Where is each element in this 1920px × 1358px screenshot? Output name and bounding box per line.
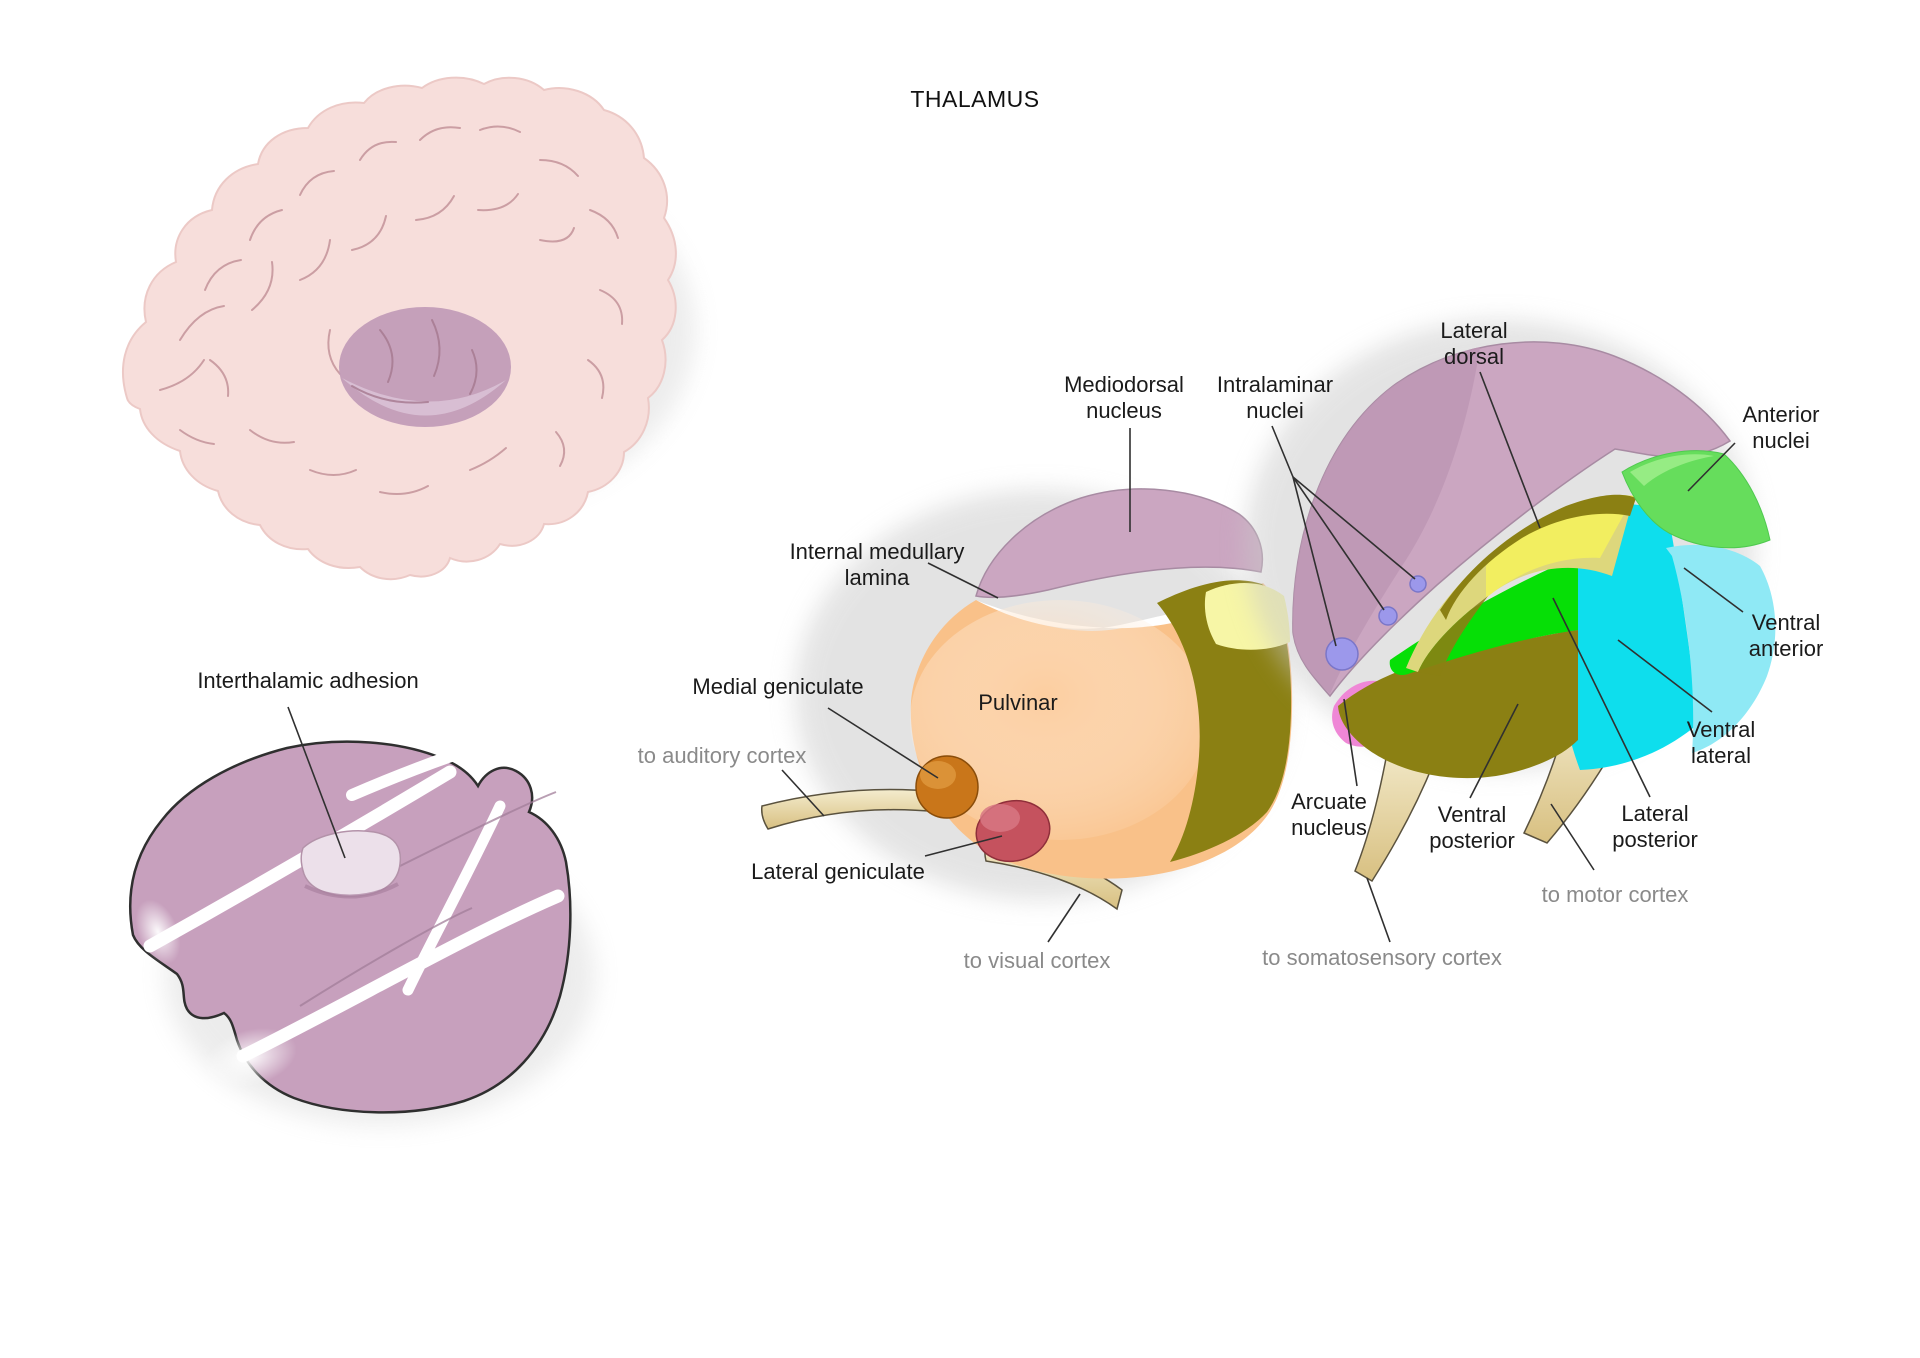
- label-ventral-posterior: Ventral posterior: [1429, 802, 1515, 854]
- thalamus-anterior-section-illustration: [1245, 320, 1776, 883]
- label-internal-medullary-lamina: Internal medullary lamina: [790, 539, 965, 591]
- label-text: Lateral: [1621, 801, 1689, 826]
- thalami-highlight-bottom: [203, 1028, 297, 1088]
- leader-intralaminar-2: [1292, 476, 1385, 611]
- medial-geniculate-sheen: [920, 761, 956, 789]
- label-to-somatosensory-cortex: to somatosensory cortex: [1262, 945, 1502, 971]
- anterior-nuclei-sheen: [1630, 454, 1714, 486]
- label-interthalamic-adhesion: Interthalamic adhesion: [197, 668, 418, 694]
- brain-sulci: [159, 125, 624, 495]
- thalami-inner-ridges: [299, 791, 557, 1007]
- label-medial-geniculate: Medial geniculate: [692, 674, 863, 700]
- label-pulvinar: Pulvinar: [978, 690, 1057, 716]
- label-text: posterior: [1612, 827, 1698, 852]
- label-lateral-posterior: Lateral posterior: [1612, 801, 1698, 853]
- leader-ventral-anterior: [1683, 567, 1744, 613]
- lateral-dorsal-region: [1486, 495, 1634, 598]
- leader-medial-geniculate: [827, 707, 939, 779]
- label-mediodorsal-nucleus: Mediodorsal nucleus: [1064, 372, 1184, 424]
- leader-lateral-posterior: [1552, 597, 1651, 798]
- label-to-auditory-cortex: to auditory cortex: [638, 743, 807, 769]
- label-text: Mediodorsal: [1064, 372, 1184, 397]
- leader-intralaminar-3: [1292, 476, 1416, 580]
- brain-thalamus-highlight-light: [342, 378, 506, 416]
- leader-somatosensory: [1366, 877, 1391, 943]
- leader-ventral-posterior: [1469, 703, 1519, 799]
- leader-ventral-lateral: [1617, 639, 1713, 713]
- adhesion-groove: [304, 882, 399, 899]
- posterior-olive-region: [1157, 580, 1292, 862]
- somatosensory-tract: [1354, 736, 1439, 883]
- label-lateral-geniculate: Lateral geniculate: [751, 859, 925, 885]
- label-text: nuclei: [1752, 428, 1810, 453]
- leader-motor: [1550, 803, 1595, 871]
- thalamus-posterior-section-illustration: [761, 488, 1293, 911]
- leader-interthalamic: [287, 706, 346, 859]
- label-ventral-lateral: Ventral lateral: [1687, 717, 1756, 769]
- label-ventral-anterior: Ventral anterior: [1749, 610, 1824, 662]
- label-text: Intralaminar: [1216, 372, 1334, 397]
- leader-lateral-geniculate: [924, 835, 1003, 857]
- leader-auditory: [781, 769, 825, 817]
- label-lateral-dorsal: Lateral dorsal: [1440, 318, 1507, 370]
- label-anterior-nuclei: Anterior nuclei: [1742, 402, 1819, 454]
- label-text: to somatosensory cortex: [1262, 945, 1502, 970]
- label-text: Interthalamic adhesion: [197, 668, 419, 693]
- leader-internal-medullary: [927, 562, 999, 599]
- label-text: Ventral: [1437, 802, 1507, 827]
- lateral-dorsal-edge-strip: [1440, 494, 1636, 620]
- label-text: lamina: [844, 565, 910, 590]
- label-to-motor-cortex: to motor cortex: [1542, 882, 1689, 908]
- label-intralaminar-nuclei: Intralaminar nuclei: [1217, 372, 1333, 424]
- intralaminar-nucleus-large: [1325, 637, 1359, 671]
- label-text: to visual cortex: [963, 948, 1111, 973]
- ventral-posterior-region: [1338, 630, 1578, 779]
- label-text: Internal medullary: [789, 539, 965, 564]
- intralaminar-nuclei-group: [1325, 575, 1427, 671]
- label-to-visual-cortex: to visual cortex: [964, 948, 1111, 974]
- label-text: Pulvinar: [978, 690, 1058, 715]
- leader-anterior-nuclei: [1687, 442, 1736, 492]
- lateral-geniculate-sheen: [980, 804, 1020, 832]
- label-text: nucleus: [1086, 398, 1162, 423]
- dome-shade: [1292, 347, 1480, 694]
- leader-lines: [287, 371, 1744, 943]
- label-text: anterior: [1748, 636, 1824, 661]
- label-text: lateral: [1691, 743, 1751, 768]
- label-arcuate-nucleus: Arcuate nucleus: [1291, 789, 1367, 841]
- label-text: Ventral: [1686, 717, 1756, 742]
- label-text: to auditory cortex: [637, 743, 807, 768]
- pulvinar-sheen: [910, 600, 1210, 840]
- label-text: Arcuate: [1291, 789, 1367, 814]
- label-text: dorsal: [1444, 344, 1504, 369]
- intralaminar-nucleus-medium: [1378, 606, 1398, 626]
- label-text: Ventral: [1751, 610, 1821, 635]
- label-text: Anterior: [1742, 402, 1820, 427]
- label-text: nuclei: [1246, 398, 1304, 423]
- brain-thalamus-sulci: [351, 319, 478, 404]
- label-text: Lateral geniculate: [751, 859, 925, 884]
- thalami-body: [128, 740, 572, 1114]
- thalamus-superior-view-illustration: [128, 734, 595, 1125]
- leader-arcuate: [1343, 698, 1358, 787]
- page-title: THALAMUS: [910, 86, 1040, 112]
- label-text: Medial geniculate: [692, 674, 864, 699]
- leader-lateral-dorsal: [1479, 371, 1541, 529]
- label-text: to motor cortex: [1541, 882, 1689, 907]
- label-text: posterior: [1429, 828, 1515, 853]
- leader-visual: [1047, 893, 1081, 943]
- intralaminar-nucleus-small: [1409, 575, 1427, 593]
- cut-surface-step: [1418, 596, 1488, 676]
- brain-lateral-view-illustration: [121, 76, 695, 581]
- interthalamic-adhesion-region: [300, 830, 402, 898]
- leader-intralaminar-1: [1292, 476, 1337, 647]
- label-text: nucleus: [1291, 815, 1367, 840]
- leader-intralaminar: [1271, 425, 1294, 478]
- label-text: Lateral: [1440, 318, 1508, 343]
- thalami-highlight-left: [135, 899, 181, 965]
- ventral-anterior-region: [1666, 544, 1776, 753]
